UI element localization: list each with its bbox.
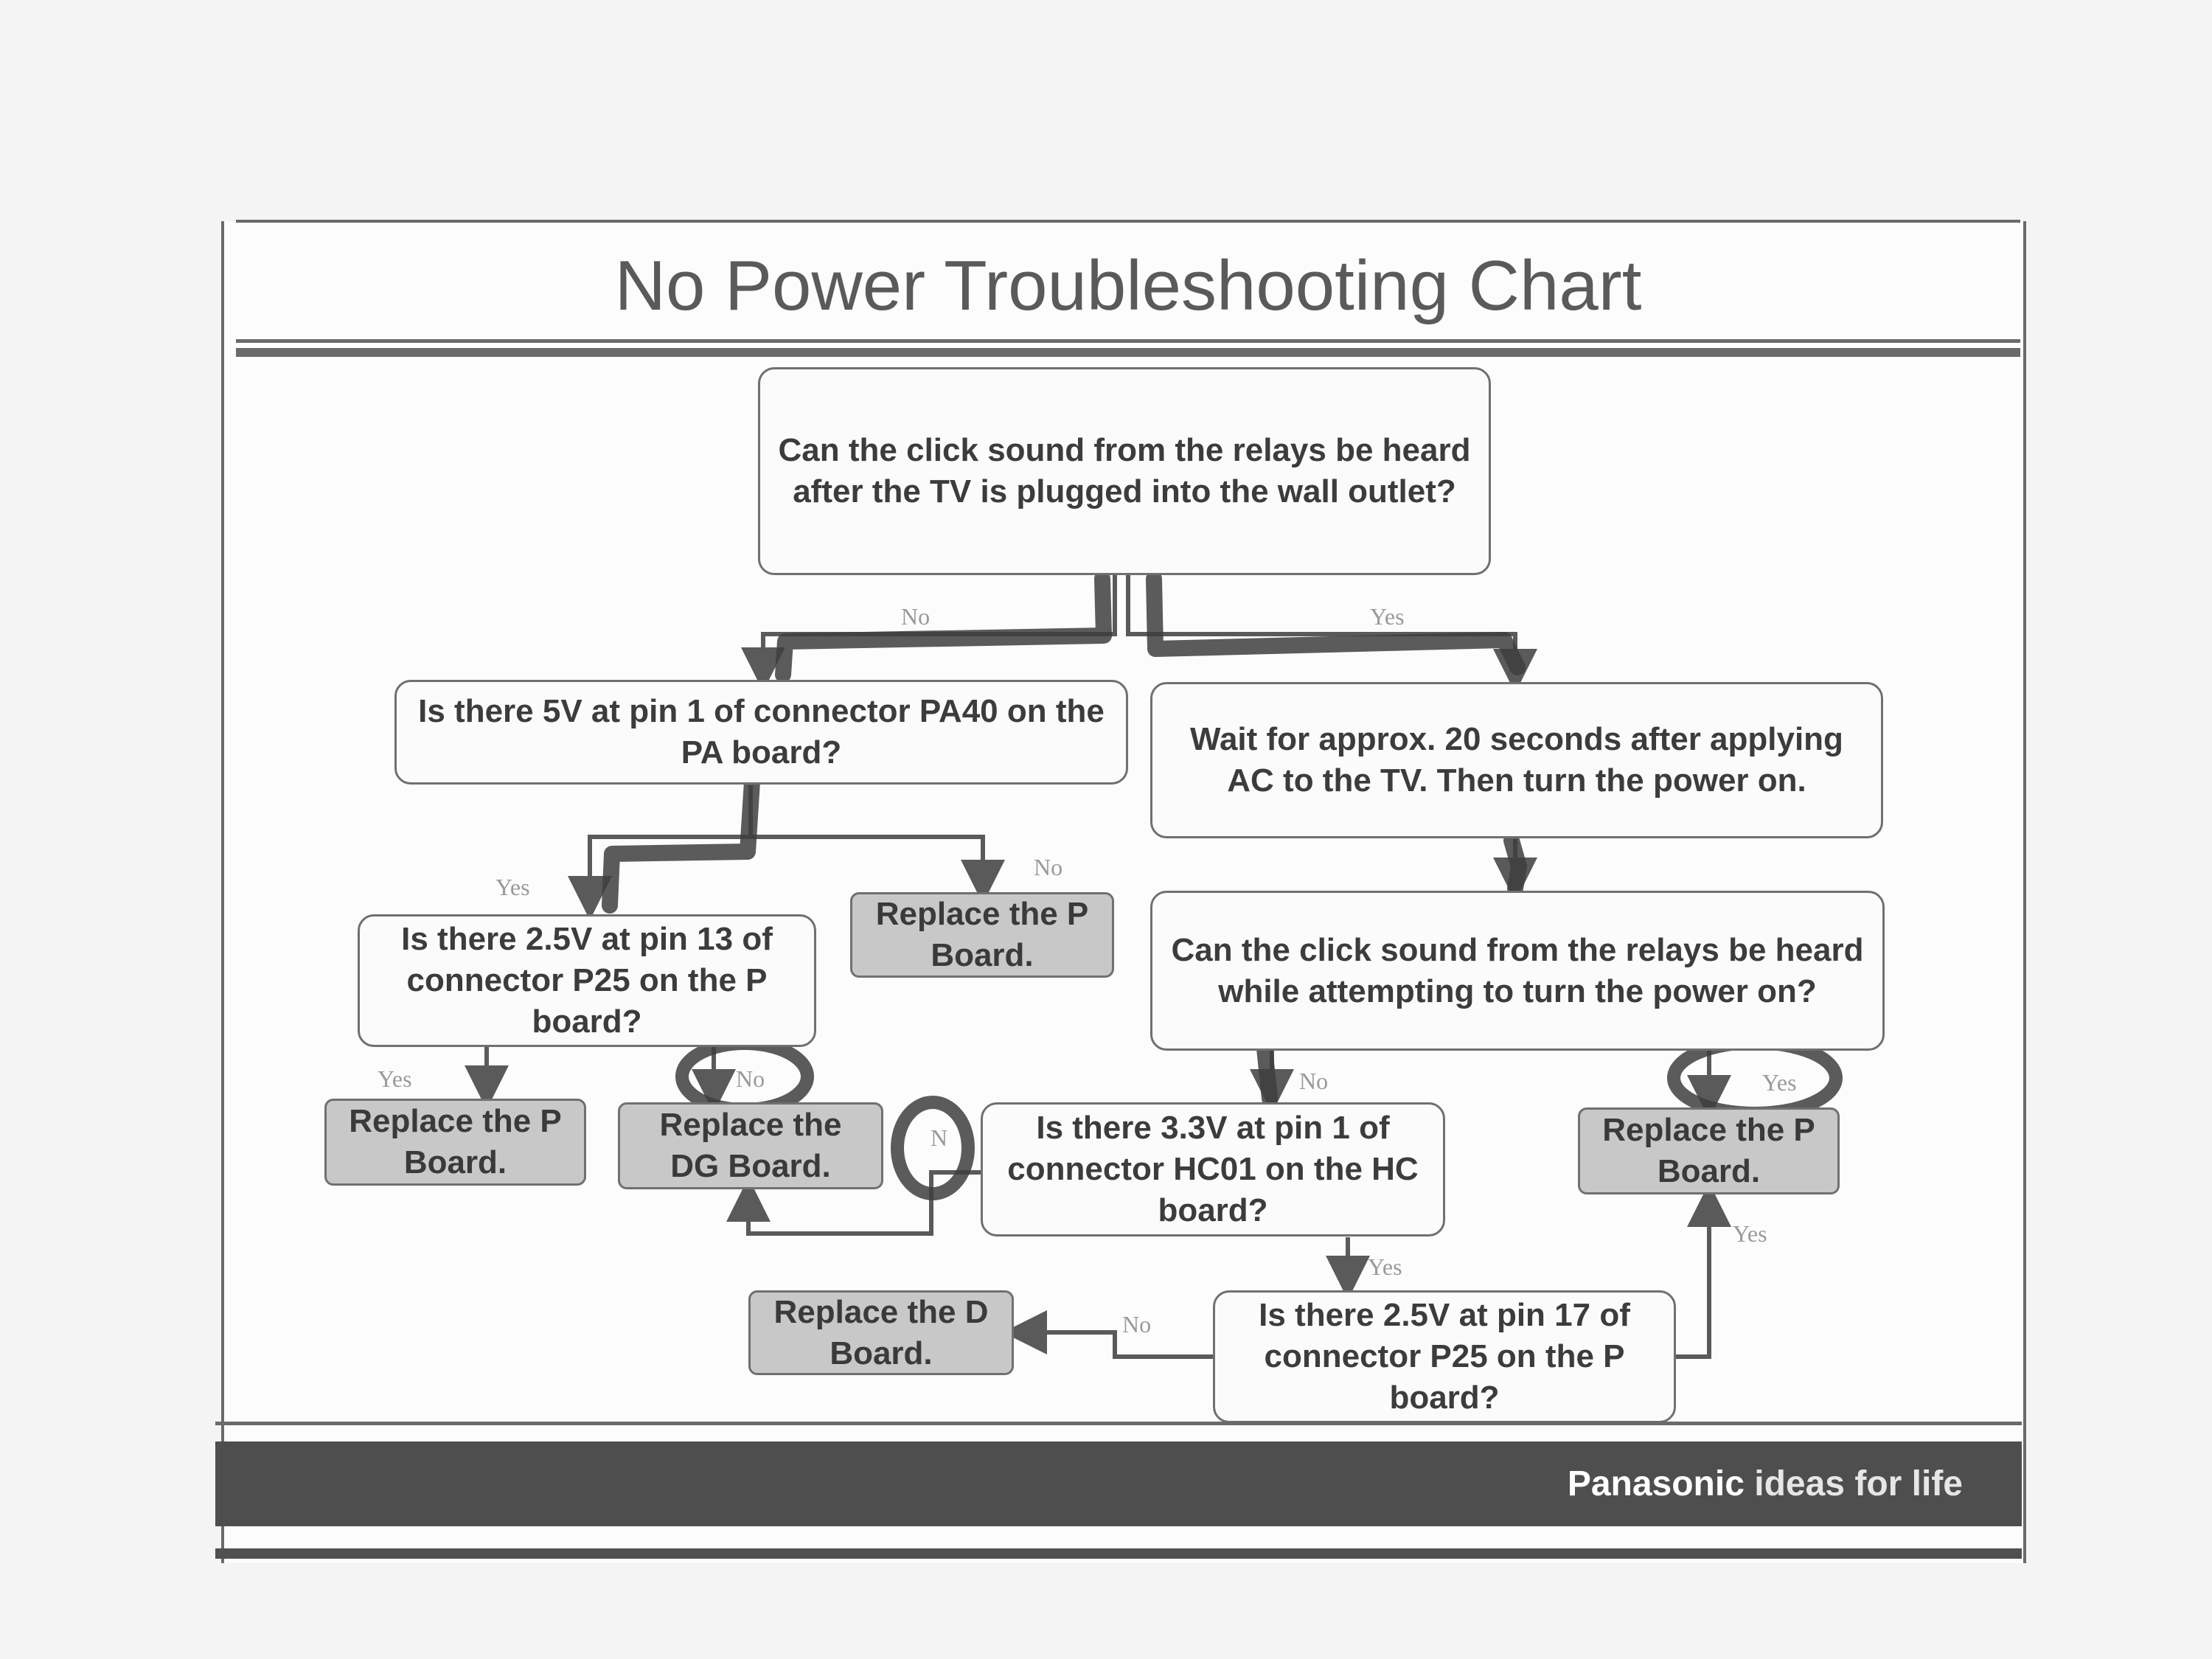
action-replace-p-board-left: Replace the P Board. xyxy=(324,1099,586,1186)
marker-trace-wait-q4 xyxy=(1503,832,1527,897)
edge-label-q6-yes: Yes xyxy=(1733,1220,1767,1247)
question-5v-pa40: Is there 5V at pin 1 of connector PA40 o… xyxy=(394,680,1128,785)
title-rule-lower xyxy=(236,348,2020,357)
edge-label-q4-no: No xyxy=(1299,1068,1329,1094)
title-rule-upper xyxy=(236,339,2020,343)
action-replace-dg-board: Replace the DG Board. xyxy=(618,1102,883,1189)
footer-rule xyxy=(215,1422,2022,1425)
question-click-sound-plugged-in: Can the click sound from the relays be h… xyxy=(758,367,1491,575)
action-replace-p-board-top: Replace the P Board. xyxy=(850,892,1114,978)
question-click-sound-power-on: Can the click sound from the relays be h… xyxy=(1150,891,1885,1051)
brand-name: Panasonic xyxy=(1567,1464,1745,1503)
edge-q5-no xyxy=(726,1170,981,1236)
edge-q1-no xyxy=(741,575,1117,692)
brand-logo: Panasonic ideas for life xyxy=(1568,1441,1963,1526)
edge-label-q2-yes: Yes xyxy=(495,874,530,900)
marker-trace-q2-yes xyxy=(602,773,760,914)
edge-q6-yes xyxy=(1674,1183,1731,1359)
edge-q2-no xyxy=(751,835,1005,904)
edge-label-q6-no: No xyxy=(1122,1311,1152,1338)
brand-tagline: ideas for life xyxy=(1754,1464,1963,1503)
edge-label-q3-yes: Yes xyxy=(378,1065,412,1092)
marker-trace-q1-no xyxy=(775,571,1112,683)
marker-traces xyxy=(602,571,1527,1107)
chart-title: No Power Troubleshooting Chart xyxy=(614,246,1642,325)
marker-circle-q4-yes xyxy=(1667,1036,1843,1120)
question-3.3v-hc01: Is there 3.3V at pin 1 of connector HC01… xyxy=(981,1102,1445,1237)
action-replace-d-board: Replace the D Board. xyxy=(748,1290,1014,1375)
edge-label-q1-yes: Yes xyxy=(1370,603,1405,630)
question-2.5v-p25-pin13: Is there 2.5V at pin 13 of connector P25… xyxy=(358,914,816,1047)
footer-bar: Panasonic ideas for life xyxy=(215,1441,2022,1526)
marker-trace-q4-no xyxy=(1256,1040,1278,1107)
edge-label-q2-no: No xyxy=(1034,854,1063,880)
top-rule xyxy=(236,220,2020,223)
instruction-wait-20-seconds: Wait for approx. 20 seconds after applyi… xyxy=(1150,682,1883,838)
edge-label-q5-yes: Yes xyxy=(1368,1253,1402,1280)
edge-q1-yes xyxy=(1126,575,1537,693)
marker-circle-q5-no xyxy=(891,1096,975,1200)
edge-label-q3-no: No xyxy=(736,1065,765,1092)
footer-bottom-rule xyxy=(215,1548,2022,1559)
marker-trace-q1-yes xyxy=(1146,571,1526,675)
edge-label-q4-yes: Yes xyxy=(1762,1069,1797,1096)
action-replace-p-board-right: Replace the P Board. xyxy=(1578,1107,1840,1194)
edge-label-q1-no: No xyxy=(901,603,931,630)
edge-q6-no xyxy=(1003,1310,1213,1359)
edge-label-q5-no: N xyxy=(931,1124,948,1151)
question-2.5v-p25-pin17: Is there 2.5V at pin 17 of connector P25… xyxy=(1213,1290,1676,1423)
